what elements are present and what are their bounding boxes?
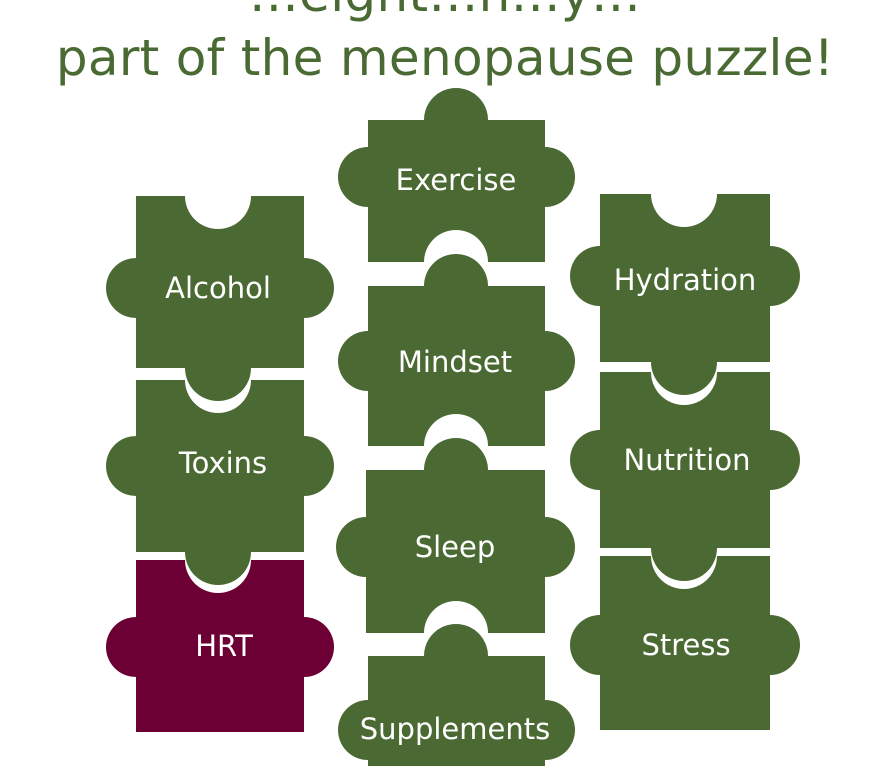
puzzle-piece-hrt-shape xyxy=(106,560,334,732)
puzzle-piece-hrt-label: HRT xyxy=(195,629,253,663)
puzzle-piece-supplements-shape xyxy=(338,624,575,766)
puzzle-piece-alcohol-label: Alcohol xyxy=(165,271,271,305)
headline-line-2: part of the menopause puzzle! xyxy=(55,29,835,87)
puzzle-piece-toxins: Toxins xyxy=(106,380,334,585)
puzzle-piece-toxins-label: Toxins xyxy=(178,446,267,480)
headline-line-1: …eight…n…y… xyxy=(0,0,890,22)
puzzle-piece-toxins-shape xyxy=(106,380,334,585)
puzzle-piece-nutrition: Nutrition xyxy=(570,372,800,581)
puzzle-piece-mindset: Mindset xyxy=(338,254,575,446)
puzzle-piece-nutrition-shape xyxy=(570,372,800,581)
puzzle-piece-stress-label: Stress xyxy=(641,628,730,662)
puzzle-piece-nutrition-label: Nutrition xyxy=(624,443,751,477)
puzzle-piece-exercise-shape xyxy=(338,88,575,262)
puzzle-piece-alcohol-shape xyxy=(106,196,334,401)
puzzle-piece-supplements: Supplements xyxy=(338,624,575,766)
puzzle-piece-sleep: Sleep xyxy=(336,438,575,633)
puzzle-piece-alcohol: Alcohol xyxy=(106,196,334,401)
puzzle-piece-hrt: HRT xyxy=(106,560,334,732)
puzzle-piece-hydration-label: Hydration xyxy=(614,263,757,297)
puzzle-piece-supplements-label: Supplements xyxy=(360,712,550,746)
puzzle-piece-hydration-shape xyxy=(570,194,800,395)
puzzle-piece-exercise-label: Exercise xyxy=(396,163,517,197)
puzzle-piece-sleep-label: Sleep xyxy=(415,530,496,564)
puzzle-piece-stress-shape xyxy=(570,556,800,730)
puzzle-piece-sleep-shape xyxy=(336,438,575,633)
puzzle-piece-stress: Stress xyxy=(570,556,800,730)
puzzle-piece-hydration: Hydration xyxy=(570,194,800,395)
puzzle-piece-mindset-label: Mindset xyxy=(398,345,512,379)
puzzle-piece-exercise: Exercise xyxy=(338,88,575,262)
puzzle-piece-mindset-shape xyxy=(338,254,575,446)
